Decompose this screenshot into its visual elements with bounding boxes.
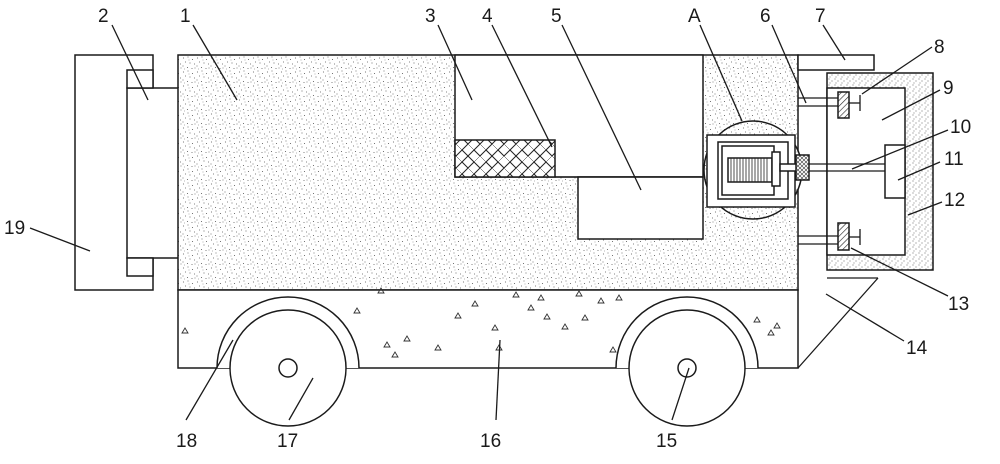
filter-block bbox=[454, 139, 556, 178]
upper-slider bbox=[837, 91, 850, 119]
label-2: 2 bbox=[98, 6, 109, 27]
clamp-block bbox=[884, 144, 906, 199]
connector-block bbox=[126, 87, 180, 259]
lower-slider bbox=[837, 222, 850, 251]
label-13: 13 bbox=[948, 294, 969, 315]
label-19: 19 bbox=[4, 218, 25, 239]
support-brace bbox=[797, 277, 879, 369]
connector-lug-bottom bbox=[126, 257, 154, 277]
label-3: 3 bbox=[425, 6, 436, 27]
label-18: 18 bbox=[176, 431, 197, 452]
label-5: 5 bbox=[551, 6, 562, 27]
rear-wheel-hub bbox=[677, 358, 697, 378]
label-8: 8 bbox=[934, 37, 945, 58]
label-7: 7 bbox=[815, 6, 826, 27]
label-6: 6 bbox=[760, 6, 771, 27]
label-1: 1 bbox=[180, 6, 191, 27]
detail-circle-a bbox=[703, 120, 810, 220]
label-4: 4 bbox=[482, 6, 493, 27]
lower-cavity bbox=[577, 176, 704, 240]
chassis-aggregate bbox=[181, 287, 781, 358]
top-plate bbox=[797, 54, 875, 71]
label-11: 11 bbox=[944, 149, 964, 170]
label-a: A bbox=[688, 6, 701, 27]
label-14: 14 bbox=[906, 338, 928, 359]
label-17: 17 bbox=[277, 431, 298, 452]
leader-lines bbox=[29, 24, 949, 421]
label-15: 15 bbox=[656, 431, 677, 452]
reference-labels: 1 2 3 4 5 A 6 7 8 9 10 11 12 13 14 15 16… bbox=[4, 6, 971, 452]
connector-lug-top bbox=[126, 69, 154, 89]
front-wheel-hub bbox=[278, 358, 298, 378]
label-16: 16 bbox=[480, 431, 501, 452]
label-10: 10 bbox=[950, 117, 971, 138]
label-12: 12 bbox=[944, 190, 965, 211]
label-9: 9 bbox=[943, 78, 954, 99]
